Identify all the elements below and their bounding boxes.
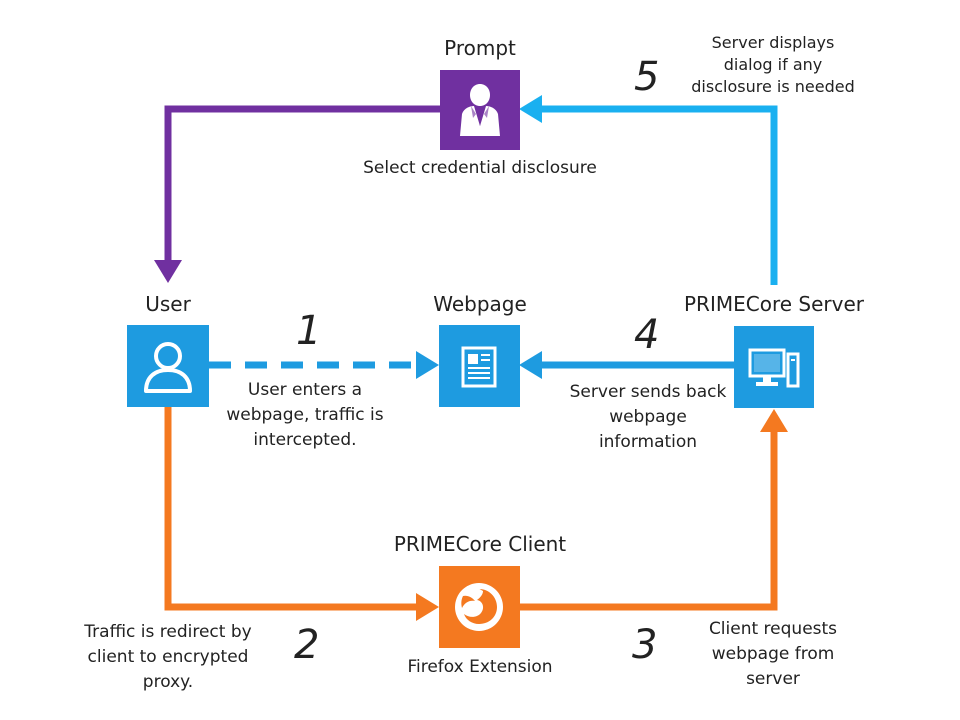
step-5-line-3: disclosure is needed (691, 77, 855, 96)
document-icon (461, 346, 497, 388)
arrow-prompt-to-user (154, 105, 440, 283)
step-2-line-3: proxy. (142, 672, 194, 692)
step-4-description: Server sends back webpage information (560, 380, 736, 455)
user-title: User (145, 292, 191, 316)
arrow-user-to-client (164, 406, 439, 621)
computer-icon (748, 348, 800, 388)
step-5-line-2: dialog if any (723, 55, 823, 74)
arrow-user-to-webpage (209, 351, 439, 379)
step-1-number: 1 (296, 308, 322, 354)
step-4-line-3: information (598, 432, 698, 452)
step-2-line-1: Traffic is redirect by (84, 622, 252, 642)
step-4-line-2: webpage (609, 407, 687, 427)
client-caption: Firefox Extension (407, 657, 553, 677)
user-node (127, 325, 209, 407)
step-5-line-1: Server displays (711, 33, 835, 52)
step-2-line-2: client to encrypted (87, 647, 249, 667)
server-title: PRIMECore Server (684, 292, 864, 316)
step-3-line-2: webpage from (711, 644, 835, 664)
step-3-line-3: server (746, 669, 800, 689)
step-4-number: 4 (634, 312, 660, 358)
webpage-title: Webpage (433, 292, 527, 316)
step-5-number: 5 (634, 54, 660, 100)
prompt-title: Prompt (444, 36, 516, 60)
step-5-description: Server displays dialog if any disclosure… (680, 32, 866, 98)
arrow-server-to-prompt (519, 95, 778, 285)
client-node (439, 566, 520, 648)
client-title: PRIMECore Client (393, 532, 567, 556)
step-1-description: User enters a webpage, traffic is interc… (205, 378, 405, 453)
arrow-server-to-webpage (519, 351, 734, 379)
firefox-icon (455, 583, 503, 631)
step-1-line-2: webpage, traffic is (226, 405, 384, 425)
suit-icon (460, 84, 500, 136)
step-3-number: 3 (632, 622, 658, 668)
step-4-line-1: Server sends back (569, 382, 727, 402)
step-1-line-3: intercepted. (253, 430, 357, 450)
person-icon (144, 342, 192, 393)
prompt-node (440, 70, 520, 150)
step-2-description: Traffic is redirect by client to encrypt… (70, 620, 266, 695)
step-3-line-1: Client requests (708, 619, 838, 639)
step-1-line-1: User enters a (247, 380, 363, 400)
prompt-caption: Select credential disclosure (363, 158, 597, 178)
step-2-number: 2 (294, 622, 320, 668)
step-3-description: Client requests webpage from server (690, 617, 856, 692)
arrow-client-to-server (520, 409, 788, 611)
server-node (734, 326, 814, 408)
webpage-node (439, 325, 520, 407)
